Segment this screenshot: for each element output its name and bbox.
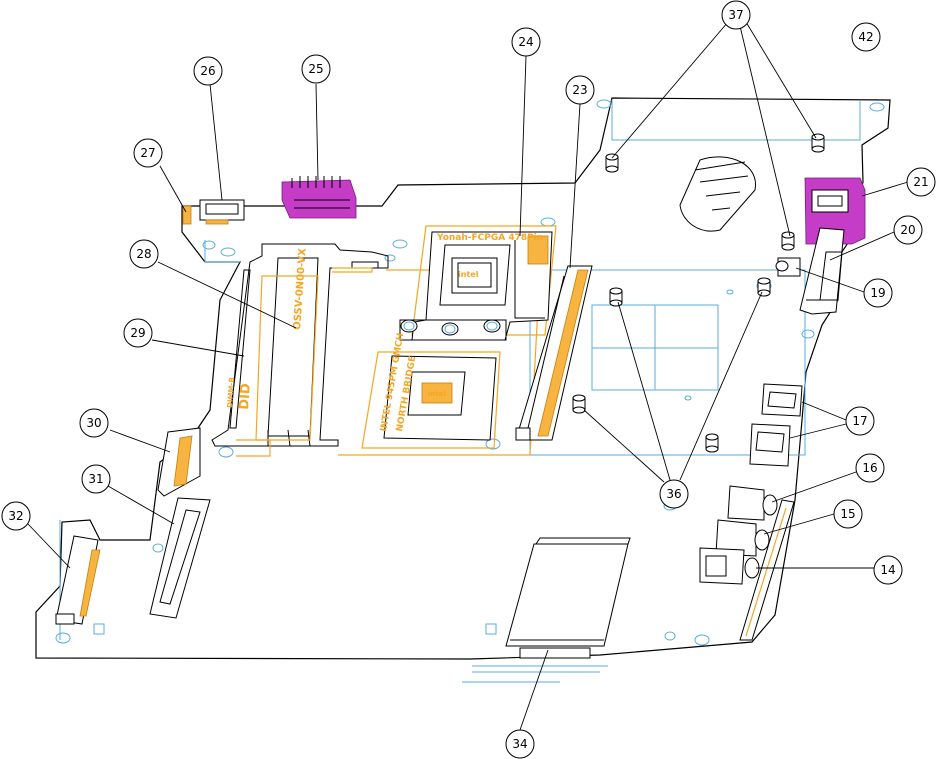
callout-34: 34 <box>505 729 535 759</box>
svg-text:15: 15 <box>840 507 855 521</box>
callout-28: 28 <box>129 239 159 269</box>
svg-text:23: 23 <box>572 83 587 97</box>
callout-15: 15 <box>833 499 863 529</box>
connector-25 <box>281 176 357 219</box>
heatsink-grid <box>591 304 719 391</box>
standoffs <box>572 133 825 453</box>
leader-lines <box>27 21 909 731</box>
svg-text:21: 21 <box>913 175 928 189</box>
heatsink-area-outline <box>529 269 806 456</box>
cpu-socket <box>399 225 557 341</box>
callout-21: 21 <box>906 167 936 197</box>
svg-text:25: 25 <box>308 62 323 76</box>
optical-drive-connector <box>93 537 631 683</box>
connector-26 <box>199 199 245 225</box>
dimm-b-label: DIMM-B <box>226 377 236 408</box>
callout-20: 20 <box>893 215 923 245</box>
callout-23: 23 <box>565 75 595 105</box>
heatsink-cutout <box>679 156 756 232</box>
svg-text:20: 20 <box>900 223 915 237</box>
svg-text:27: 27 <box>140 146 155 160</box>
callout-29: 29 <box>123 318 153 348</box>
callout-42: 42 <box>851 22 881 52</box>
callout-24: 24 <box>511 27 541 57</box>
vga-connector <box>799 227 845 315</box>
connector-30 <box>157 427 201 497</box>
callout-17: 17 <box>845 406 875 436</box>
svg-text:32: 32 <box>8 509 23 523</box>
svg-text:26: 26 <box>200 64 215 78</box>
svg-text:36: 36 <box>666 487 681 501</box>
callout-19: 19 <box>863 278 893 308</box>
connector-19 <box>775 257 801 277</box>
svg-text:17: 17 <box>852 414 867 428</box>
svg-text:16: 16 <box>862 461 877 475</box>
svg-text:42: 42 <box>858 30 873 44</box>
blue-corner-left <box>204 240 240 263</box>
svg-text:24: 24 <box>518 35 533 49</box>
svg-text:30: 30 <box>86 416 101 430</box>
callout-30: 30 <box>79 408 109 438</box>
svg-text:34: 34 <box>512 737 527 751</box>
svg-text:19: 19 <box>870 286 885 300</box>
callout-37: 37 <box>721 0 751 30</box>
callout-14: 14 <box>873 555 903 585</box>
connector-31 <box>149 497 211 619</box>
dimm-letters: DID <box>237 383 254 411</box>
svg-text:28: 28 <box>136 247 151 261</box>
callout-36: 36 <box>659 479 689 509</box>
callout-31: 31 <box>81 464 111 494</box>
pci-express-slot <box>515 265 593 441</box>
usb-connectors <box>749 383 803 467</box>
audio-jacks <box>699 485 778 585</box>
svg-text:31: 31 <box>88 472 103 486</box>
blue-corner-top <box>611 100 861 141</box>
callout-32: 32 <box>1 501 31 531</box>
heatsink-cutout-hatch <box>694 161 749 211</box>
connector-27 <box>182 205 192 225</box>
callout-16: 16 <box>855 453 885 483</box>
cpu-socket-label: Yonah-FCPGA 478Pin <box>436 233 543 243</box>
connector-32 <box>55 535 101 625</box>
callout-27: 27 <box>133 138 163 168</box>
north-bridge-chip <box>361 351 501 449</box>
callout-25: 25 <box>301 54 331 84</box>
svg-text:14: 14 <box>880 563 895 577</box>
svg-text:29: 29 <box>130 326 145 340</box>
svg-text:37: 37 <box>728 8 743 22</box>
nb-intel-logo: intel <box>428 390 446 398</box>
callout-26: 26 <box>193 56 223 86</box>
cpu-intel-logo: intel <box>458 270 479 279</box>
